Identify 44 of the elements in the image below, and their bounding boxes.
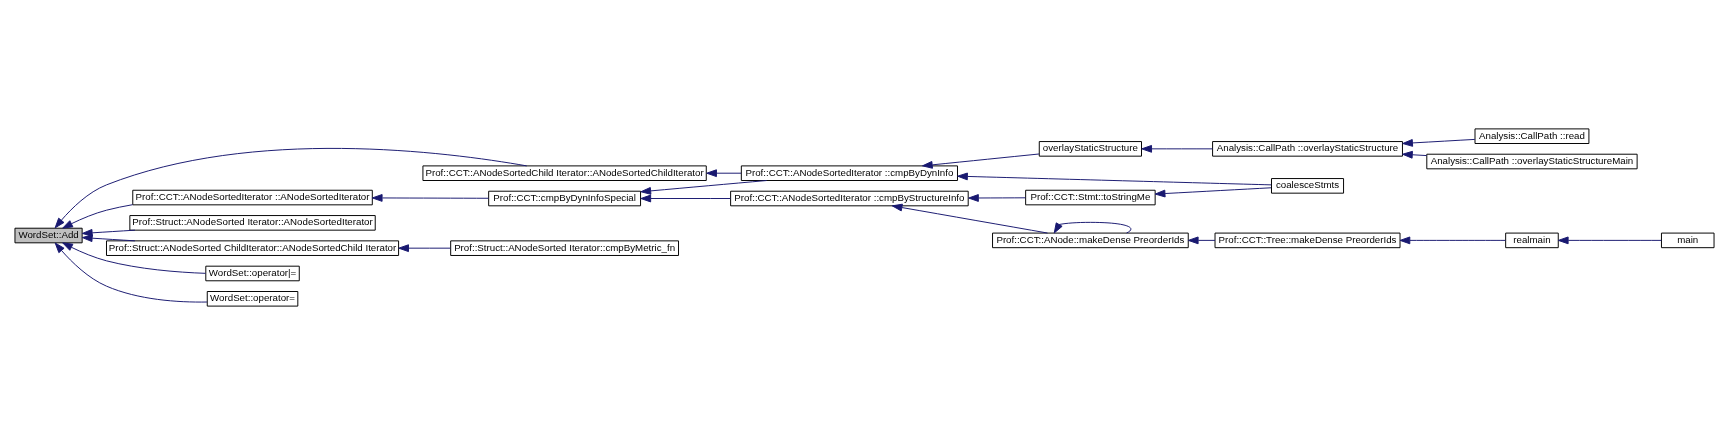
node-box: Prof::CCT::ANodeSortedIterator ::ANodeSortedIterator	[132, 189, 373, 205]
arrow	[54, 147, 528, 228]
node-box: Prof::CCT::cmpByDynInfoSpecial	[488, 190, 642, 206]
arrow	[81, 228, 136, 237]
arrow	[1402, 150, 1428, 159]
node-box: main	[1660, 232, 1715, 248]
node-box: realmain	[1505, 232, 1559, 248]
node-box: WordSet::Add	[14, 227, 83, 243]
arrow	[371, 193, 490, 202]
arrow	[81, 233, 136, 242]
node-box: Analysis::CallPath ::overlayStaticStructureMain	[1426, 153, 1638, 169]
arrow	[640, 179, 768, 195]
node-box: Prof::Struct::ANodeSorted Iterator::cmpByMetric_fn	[450, 239, 679, 256]
arrow	[922, 153, 1040, 169]
arrow	[1557, 236, 1662, 244]
node-box: coalesceStmts	[1271, 177, 1345, 194]
arrow	[1187, 236, 1216, 244]
arrow	[640, 194, 731, 202]
node-box: Prof::CCT::ANodeSortedChild Iterator::ANodeSortedChildIterator	[422, 164, 707, 181]
arrow	[398, 243, 451, 252]
arrow	[957, 172, 1272, 185]
arrow	[1141, 144, 1213, 153]
arrow	[1154, 186, 1272, 197]
node-box: Prof::Struct::ANodeSorted Iterator::ANodeSortedIterator	[129, 214, 376, 231]
node-box: overlayStaticStructure	[1038, 140, 1142, 157]
node-box: Prof::CCT::Stmt::toStringMe	[1025, 189, 1156, 205]
node-box: Prof::Struct::ANodeSorted ChildIterator::ANodeSortedChild Iterator	[106, 239, 400, 256]
node-box: Prof::CCT::ANode::makeDense PreorderIds	[992, 232, 1189, 248]
arrow	[706, 168, 742, 177]
arrow	[62, 203, 134, 229]
node-box: Prof::CCT::Tree::makeDense PreorderIds	[1214, 232, 1401, 248]
arrow	[891, 203, 1048, 234]
arrow	[1402, 138, 1476, 147]
arrow	[1399, 236, 1506, 244]
arrow	[54, 242, 208, 303]
node-box: Analysis::CallPath ::overlayStaticStructure	[1212, 140, 1403, 157]
arrow	[62, 241, 206, 274]
node-box: WordSet::operator|=	[205, 265, 300, 281]
node-box: Prof::CCT::ANodeSortedIterator ::cmpByStructureInfo	[730, 190, 969, 206]
node-box: Prof::CCT::ANodeSortedIterator ::cmpByDynInfo	[740, 164, 958, 181]
arrow	[968, 193, 1026, 202]
arrow	[1053, 221, 1132, 233]
node-box: Analysis::CallPath ::read	[1474, 127, 1590, 144]
node-box: WordSet::operator=	[206, 290, 299, 307]
